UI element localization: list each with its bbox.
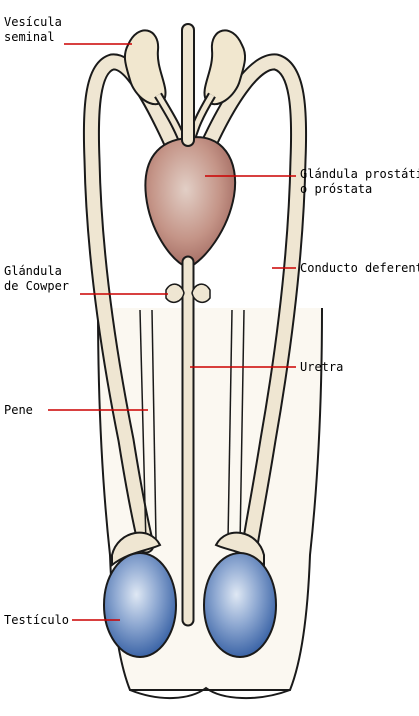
testicle-left	[104, 553, 176, 657]
label-glandula-cowper: Glándula de Cowper	[4, 264, 69, 294]
label-cowper-line1: Glándula	[4, 264, 69, 279]
label-conducto-deferente: Conducto deferente	[300, 261, 419, 276]
label-testiculo-text: Testículo	[4, 613, 69, 628]
label-conducto: Conducto deferente	[300, 261, 419, 276]
testicle-right	[204, 553, 276, 657]
label-prostata-line2: o próstata	[300, 182, 419, 197]
label-pene-text: Pene	[4, 403, 33, 418]
label-prostata-line1: Glándula prostática	[300, 167, 419, 182]
seminal-vesicle-left	[125, 30, 166, 104]
label-vesicula-seminal: Vesícula seminal	[4, 15, 62, 45]
cowper-gland-right	[192, 284, 210, 302]
label-cowper-line2: de Cowper	[4, 279, 69, 294]
label-uretra: Uretra	[300, 360, 343, 375]
label-uretra-text: Uretra	[300, 360, 343, 375]
prostate-gland	[145, 137, 235, 268]
label-glandula-prostatica: Glándula prostática o próstata	[300, 167, 419, 197]
label-pene: Pene	[4, 403, 33, 418]
cowper-gland-left	[166, 284, 184, 302]
label-vesicula-line1: Vesícula	[4, 15, 62, 30]
label-vesicula-line2: seminal	[4, 30, 62, 45]
label-testiculo: Testículo	[4, 613, 69, 628]
